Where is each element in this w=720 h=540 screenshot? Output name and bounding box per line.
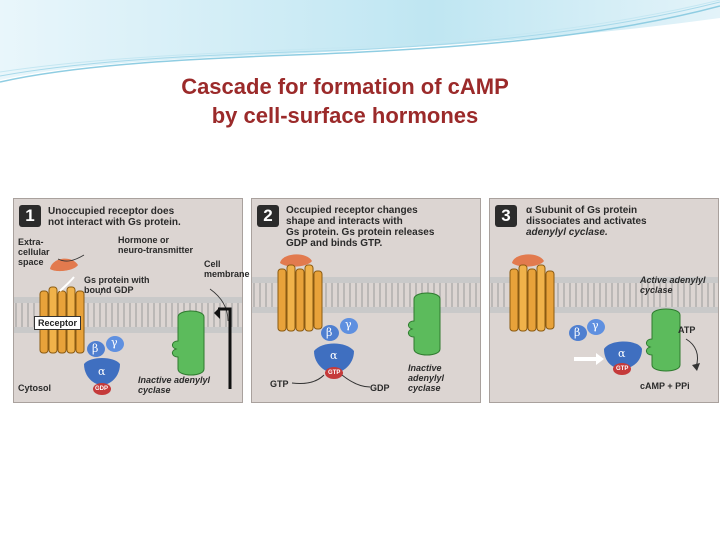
caption-line: shape and interacts with — [286, 216, 403, 227]
step-number-3: 3 — [495, 205, 517, 227]
beta-subunit-label: β — [574, 326, 581, 339]
caption-line: dissociates and activates — [526, 216, 647, 227]
gtp-badge: GTP — [616, 366, 629, 372]
gtp-label: GTP — [270, 379, 289, 389]
panel-2-drawing — [252, 254, 480, 388]
caption-line: Occupied receptor changes — [286, 205, 418, 216]
alpha-subunit-label: α — [618, 347, 626, 360]
gtp-badge: GTP — [328, 370, 341, 376]
gamma-subunit-label: γ — [111, 336, 118, 349]
page-title: Cascade for formation of cAMP by cell-su… — [0, 72, 690, 130]
receptor-label: Receptor — [34, 316, 82, 330]
panel-2: 2 Occupied receptor changes shape and in… — [251, 198, 481, 403]
beta-subunit-label: β — [92, 342, 99, 355]
beta-subunit-label: β — [326, 326, 333, 339]
panel-1: 1 Unoccupied receptor does not interact … — [13, 198, 250, 403]
caption-line: α Subunit of Gs protein — [526, 205, 638, 216]
extracellular-label: Extra-cellular space — [18, 237, 50, 267]
panel-2-caption: Occupied receptor changes shape and inte… — [286, 205, 434, 249]
alpha-subunit-label: α — [98, 365, 106, 378]
panel-1-drawing — [14, 254, 242, 395]
products-label: cAMP + PPi — [640, 381, 690, 391]
cell-membrane-label: Cell membrane — [204, 259, 250, 279]
caption-line: Gs protein. Gs protein releases — [286, 227, 435, 238]
gs-protein-label: Gs protein with bound GDP — [84, 275, 150, 295]
cascade-figure: 1 Unoccupied receptor does not interact … — [13, 198, 719, 403]
active-cyclase-label: Active adenylyl cyclase — [640, 275, 706, 295]
cytosol-label: Cytosol — [18, 383, 52, 393]
inactive-cyclase-label: Inactive adenylyl cyclase — [408, 363, 445, 393]
panel-3-drawing — [490, 254, 718, 375]
panel-1-caption: Unoccupied receptor does not interact wi… — [48, 206, 181, 228]
panel-3-caption: α Subunit of Gs protein dissociates and … — [526, 205, 647, 238]
decorative-banner — [0, 0, 720, 83]
title-line-2: by cell-surface hormones — [211, 103, 479, 128]
caption-line it: adenylyl cyclase. — [526, 227, 608, 238]
gdp-label: GDP — [370, 383, 390, 393]
caption-line: GDP and binds GTP. — [286, 238, 383, 249]
inactive-cyclase-label: Inactive adenylyl cyclase — [138, 375, 211, 395]
gdp-badge: GDP — [95, 386, 109, 392]
alpha-subunit-label: α — [330, 349, 338, 362]
step-number-2: 2 — [257, 205, 279, 227]
gamma-subunit-label: γ — [592, 319, 599, 332]
caption-line: Unoccupied receptor does — [48, 206, 175, 217]
panel-3: 3 α Subunit of Gs protein dissociates an… — [489, 198, 719, 403]
step-number-1: 1 — [19, 205, 41, 227]
hormone-label: Hormone or neuro-transmitter — [118, 235, 194, 255]
atp-label: ATP — [678, 325, 696, 335]
title-line-1: Cascade for formation of cAMP — [181, 74, 509, 99]
gamma-subunit-label: γ — [345, 318, 352, 331]
caption-line: not interact with Gs protein. — [48, 217, 181, 228]
